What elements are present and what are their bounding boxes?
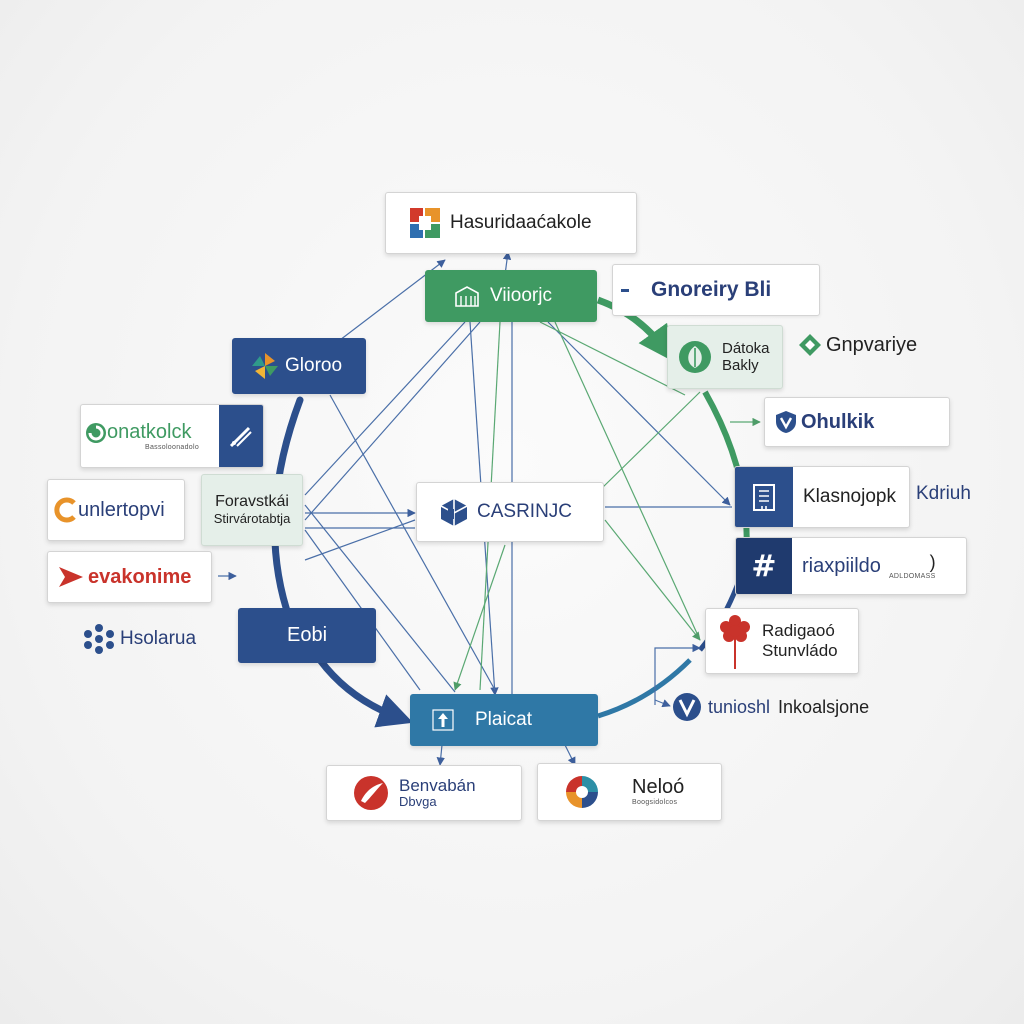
node-center-left-line2: Stirvárotabtja [213,510,291,526]
node-inkoalsjone-label: Inkoalsjone [778,696,870,717]
node-plaicat-label: Plaicat [475,709,533,730]
node-top[interactable]: Hasuridaaćakole [385,192,637,254]
node-eobi[interactable]: Eobi [238,608,376,663]
node-evakonime-label: evakonime [88,565,192,588]
node-riaxpiildo[interactable]: # riaxpiildo ) ADLDOMASS [735,537,967,595]
node-gnpvariye[interactable]: Gnpvariye [798,333,917,357]
node-center-left[interactable]: Foravstkái Stirvárotabtja [201,474,303,546]
node-radi-line2: Stunvládo [762,641,838,660]
node-onatkolck-label: onatkolck [107,421,192,443]
node-neloo[interactable]: Neloó Boogsidolcos [537,763,722,821]
node-radi-line1: Radigaoó [762,621,835,641]
tools-icon [229,426,252,448]
node-eobi-label: Eobi [286,624,328,646]
node-ohulkik-label: Ohulkik [801,410,875,433]
node-center-label: CASRINJC [477,501,573,522]
ring-arc-bottom-right [597,658,692,719]
connector-lines [218,251,732,766]
node-center[interactable]: CASRINJC [416,482,604,542]
node-klasnojopk[interactable]: Klasnojopk [734,466,910,528]
node-plaicat[interactable]: Plaicat [410,694,598,746]
node-unlertopvi-label: unlertopvi [78,498,165,521]
node-header-right[interactable]: Gnoreiry Bli [612,264,820,316]
hash-icon: # [751,548,777,584]
node-center-left-line1: Foravstkái [215,493,289,511]
node-datka-line2: Bakly [722,357,759,374]
node-riaxpiildo-badge: # [736,538,792,594]
node-evakonime[interactable]: evakonime [47,551,212,603]
node-benvaban-line1: Benvabán [399,775,476,795]
pinwheel-icon [252,353,278,379]
ring-arc-bottom-left [317,657,414,728]
node-neloo-label: Neloó [632,776,685,799]
tree-icon [720,615,750,669]
node-unlertopvi[interactable]: unlertopvi [47,479,185,541]
node-hsolarua[interactable]: Hsolarua [82,622,196,656]
node-tunioshl-label: tunioshl [708,696,771,717]
mosaic-logo-icon [410,208,440,238]
riaxpiildo-bracket: ) [929,552,936,572]
node-klasnojopk-label: Klasnojopk [803,486,896,507]
node-riaxpiildo-label: riaxpiildo [802,554,881,577]
orange-c-icon [54,497,76,523]
node-klasnojopk-badge [735,467,793,527]
node-hsolarua-label: Hsolarua [120,628,197,649]
cube-icon [440,499,468,526]
dash-mark [621,288,629,292]
shield-v-icon [776,411,796,433]
building-icon [753,484,775,511]
arrow-up-icon [432,709,454,731]
node-onatkolck-badge [218,405,263,467]
node-onatkolck-sub: Bassoloonadolo [145,444,200,451]
node-radi[interactable]: Radigaoó Stunvládo [705,608,859,674]
node-ohulkik[interactable]: Ohulkik [764,397,950,447]
red-swoosh-icon [354,776,388,810]
v-badge-icon [673,693,701,721]
green-diamond-icon [799,334,821,356]
building-icon [455,286,479,307]
node-green-hub[interactable]: Viioorjc [425,270,597,322]
node-benvaban-line2: Dbvga [399,794,437,810]
node-gnpvariye-label: Gnpvariye [826,333,918,356]
node-kdriuh-label: Kdriuh [916,483,971,504]
node-gloroo[interactable]: Gloroo [232,338,366,394]
node-benvaban[interactable]: Benvabán Dbvga [326,765,522,821]
node-green-hub-label: Viioorjc [490,285,552,306]
node-gloroo-label: Gloroo [285,355,343,376]
node-datka-line1: Dátoka [722,339,770,357]
node-tunioshl[interactable]: tunioshl Inkoalsjone [672,692,869,722]
node-kdriuh[interactable]: Kdriuh [916,483,971,505]
green-spiral-icon [86,422,106,443]
ring-arc-top-right [596,296,674,362]
leaf-badge-icon [679,341,711,373]
snowflake-icon [84,624,114,654]
node-riaxpiildo-sub: ADLDOMASS [888,573,936,580]
node-header-right-label: Gnoreiry Bli [651,278,772,301]
node-onatkolck[interactable]: onatkolck Bassoloonadolo [80,404,264,468]
node-top-label: Hasuridaaćakole [450,212,592,233]
node-neloo-sub: Boogsidolcos [632,799,678,807]
red-arrow-icon [59,567,83,587]
node-datka[interactable]: Dátoka Bakly [667,325,783,389]
tricolor-ring-icon [566,776,598,808]
